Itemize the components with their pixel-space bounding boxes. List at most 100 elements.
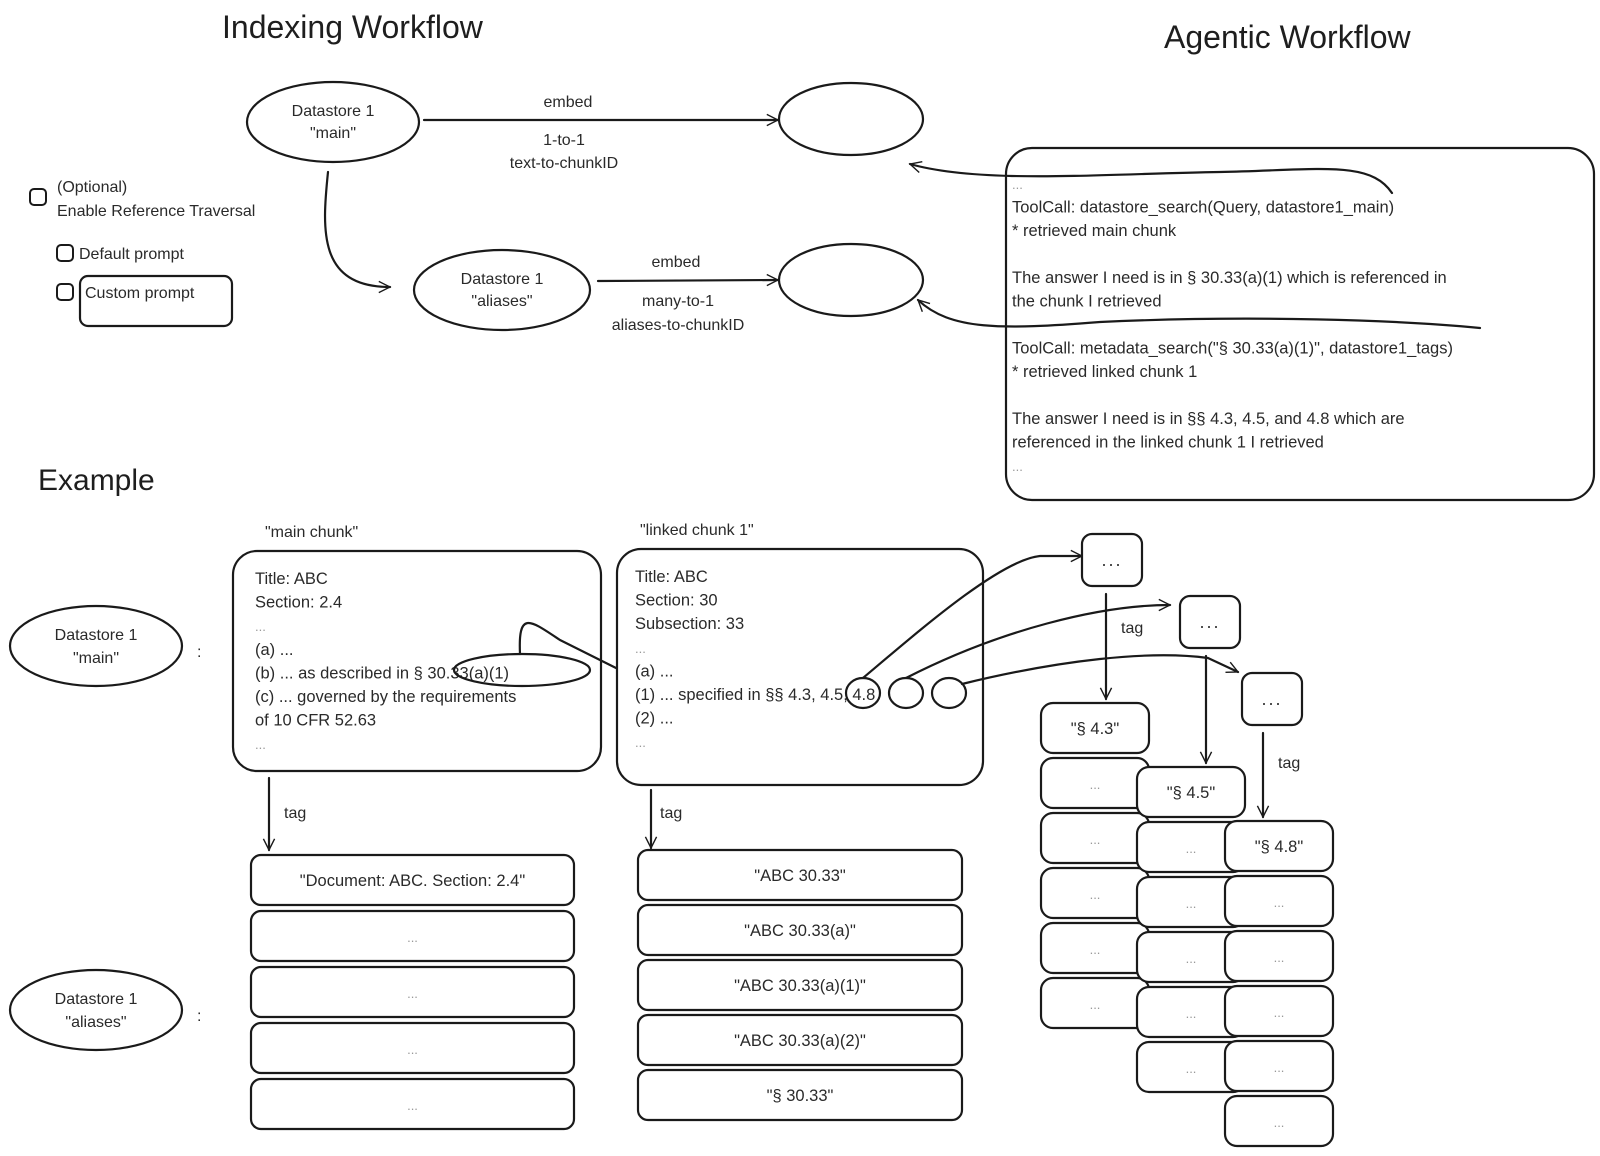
main-chunk-line: Section: 2.4: [255, 594, 342, 612]
linked-chunk-line: Section: 30: [635, 592, 718, 610]
indexing-main-node-line2: "main": [310, 125, 356, 142]
tag-row: [249, 853, 576, 907]
agentic-trace-line: the chunk I retrieved: [1012, 293, 1162, 311]
aliases-embed-detail: aliases-to-chunkID: [612, 317, 745, 334]
referenced-tag-label: tag: [1278, 755, 1300, 772]
linked-chunk-line: (a) ...: [635, 662, 674, 680]
linked-chunk-caption: "linked chunk 1": [640, 522, 754, 539]
tag-row: [636, 848, 964, 902]
tag-row: [1223, 1094, 1335, 1148]
example-title: Example: [38, 464, 155, 497]
default-prompt-option[interactable]: Default prompt: [56, 244, 184, 263]
indexing-aliases-node-line2: "aliases": [471, 293, 532, 310]
main-chunk-tags: "Document: ABC. Section: 2.4"...........…: [249, 853, 576, 1131]
custom-prompt-checkbox[interactable]: [56, 283, 74, 301]
tag-row: [1223, 874, 1335, 928]
main-chunk-line: (c) ... governed by the requirements: [255, 688, 516, 706]
agentic-workflow-title: Agentic Workflow: [1164, 19, 1412, 55]
reference-traversal-option[interactable]: (Optional) Enable Reference Traversal: [29, 179, 255, 220]
linked-chunk-line: ...: [635, 735, 646, 750]
referenced-tag-stack: "§ 4.8"...............: [1223, 819, 1335, 1148]
main-embed-label: embed: [544, 94, 593, 111]
tag-value: ...: [407, 930, 418, 945]
linked-tag-label: tag: [660, 805, 682, 822]
indexing-aliases-node: Datastore 1 "aliases": [412, 248, 592, 332]
tag-value: ...: [1274, 950, 1285, 965]
referenced-chunk-label: ...: [1199, 612, 1220, 632]
main-to-aliases-arrow: [323, 170, 390, 287]
ref-link-arrow-4-3: [861, 556, 1082, 680]
tag-row: [1223, 819, 1335, 873]
referenced-chunks: ...tag"§ 4.3".................."§ 4.5"..…: [1039, 532, 1335, 1148]
example-main-store: Datastore 1 "main" :: [8, 604, 201, 688]
tag-value: ...: [1090, 832, 1101, 847]
linked-chunk-tags: "ABC 30.33" "ABC 30.33(a)" "ABC 30.33(a)(1…: [636, 848, 964, 1122]
tag-row: [1223, 984, 1335, 1038]
linked-chunk-line: ...: [635, 641, 646, 656]
custom-prompt-input[interactable]: [78, 274, 234, 328]
main-chunk-line: (b) ... as described in § 30.33(a)(1): [255, 664, 509, 682]
example-aliases-store-line1: Datastore 1: [55, 991, 138, 1008]
main-embed-mapping: 1-to-1: [543, 132, 585, 149]
tag-value: ...: [1186, 951, 1197, 966]
tag-value: "§ 30.33": [767, 1087, 834, 1105]
indexing-workflow-title: Indexing Workflow: [222, 9, 484, 45]
tag-value: ...: [1274, 1115, 1285, 1130]
metadata-search-call-arrow: [918, 298, 1482, 330]
indexing-aliases-node-line1: Datastore 1: [461, 271, 544, 288]
tag-value: ...: [1186, 1006, 1197, 1021]
agentic-trace-line: The answer I need is in §§ 4.3, 4.5, and…: [1012, 410, 1405, 428]
tag-row: [1135, 765, 1247, 819]
tag-value: ...: [407, 986, 418, 1001]
ref-link-arrow-4-5: [904, 605, 1170, 680]
tag-row: [1039, 701, 1151, 755]
tag-value: "ABC 30.33": [754, 867, 846, 885]
custom-prompt-option[interactable]: Custom prompt: [56, 274, 234, 328]
tag-row: [636, 958, 964, 1012]
reference-traversal-checkbox[interactable]: [29, 188, 47, 206]
tag-row: [1223, 929, 1335, 983]
agentic-trace-line: * retrieved linked chunk 1: [1012, 363, 1197, 381]
colon-separator: :: [197, 1008, 201, 1025]
tag-value: ...: [1090, 942, 1101, 957]
tag-value: ...: [407, 1098, 418, 1113]
agentic-trace-line: The answer I need is in § 30.33(a)(1) wh…: [1012, 269, 1447, 287]
tag-row: [1223, 1039, 1335, 1093]
tag-value: "§ 4.8": [1255, 838, 1304, 856]
indexing-main-node-line1: Datastore 1: [292, 103, 375, 120]
tag-row: [636, 903, 964, 957]
tag-value: "ABC 30.33(a)(1)": [734, 977, 866, 995]
agentic-trace-lines: ... ToolCall: datastore_search(Query, dat…: [1012, 177, 1453, 474]
tag-value: "ABC 30.33(a)": [744, 922, 856, 940]
tag-row: [249, 965, 576, 1019]
tag-value: ...: [1090, 777, 1101, 792]
main-chunk-line: Title: ABC: [255, 570, 328, 588]
tag-value: ...: [1274, 1060, 1285, 1075]
default-prompt-label: Default prompt: [79, 246, 184, 263]
reference-traversal-label-1: (Optional): [57, 179, 127, 196]
indexing-main-node: Datastore 1 "main": [245, 80, 421, 164]
linked-chunk-box: [615, 547, 985, 787]
referenced-chunk-box: [1080, 532, 1144, 588]
default-prompt-checkbox[interactable]: [56, 244, 74, 262]
agentic-trace-line: ToolCall: datastore_search(Query, datast…: [1012, 199, 1394, 217]
main-chunk-line: of 10 CFR 52.63: [255, 712, 376, 730]
tag-value: ...: [1186, 841, 1197, 856]
agentic-trace-line: ...: [1012, 459, 1023, 474]
tag-row: [249, 1021, 576, 1075]
reference-highlight-30-33: [452, 652, 592, 688]
linked-chunk-line: (1) ... specified in §§ 4.3, 4.5, 4.8: [635, 686, 875, 704]
reference-link-arrow: [518, 621, 664, 694]
custom-prompt-label: Custom prompt: [85, 285, 195, 302]
main-chunk-line: ...: [255, 737, 266, 752]
example-aliases-store: Datastore 1 "aliases" :: [8, 968, 201, 1052]
referenced-chunk-box: [1178, 594, 1242, 650]
reference-traversal-label-2: Enable Reference Traversal: [57, 203, 255, 220]
linked-chunk-line: Subsection: 33: [635, 615, 744, 633]
aliases-embed-arrow: [596, 280, 778, 281]
main-tag-label: tag: [284, 805, 306, 822]
tag-value: "Document: ABC. Section: 2.4": [300, 872, 526, 890]
main-chunk-line: ...: [255, 619, 266, 634]
